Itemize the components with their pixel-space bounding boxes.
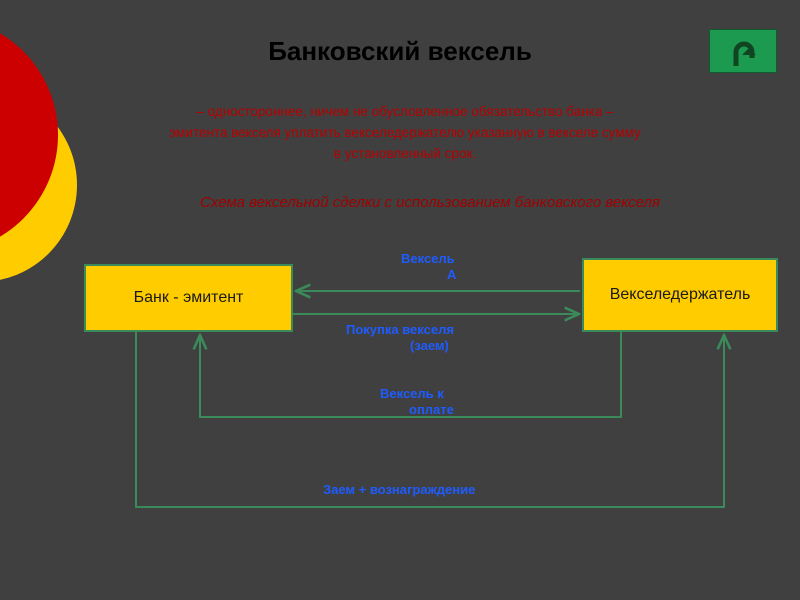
definition-line: эмитента векселя уплатить векселедержате… bbox=[169, 125, 641, 140]
node-bill-holder: Векселедержатель bbox=[582, 258, 778, 332]
scheme-title: Схема вексельной сделки с использованием… bbox=[200, 194, 660, 211]
definition-text: – одностороннее, ничем не обусловленное … bbox=[80, 101, 730, 164]
edge-label-line: Вексель к bbox=[380, 386, 444, 401]
edge-label-oplata: Вексель к оплате bbox=[380, 386, 500, 418]
u-turn-arrow-icon bbox=[733, 41, 756, 66]
edge-label-line: Покупка векселя bbox=[346, 322, 454, 337]
arrow-zaem bbox=[135, 332, 724, 508]
node-bank-issuer: Банк - эмитент bbox=[84, 264, 293, 332]
edge-label-line: оплате bbox=[409, 402, 454, 417]
arrow-oplata bbox=[200, 332, 622, 418]
page-title: Банковский вексель bbox=[268, 36, 532, 66]
edge-label-pokupka: Покупка векселя (заем) bbox=[346, 322, 516, 354]
back-button[interactable] bbox=[709, 29, 777, 73]
edge-label-veksel-a: Вексель А bbox=[401, 251, 491, 283]
edge-label-line: (заем) bbox=[410, 338, 449, 353]
decorative-circles bbox=[0, 33, 77, 280]
edge-label-zaem: Заем + вознаграждение bbox=[323, 482, 476, 497]
red-circle bbox=[0, 33, 58, 237]
edge-label-line: А bbox=[447, 267, 457, 282]
edge-label-line: Вексель bbox=[401, 251, 455, 266]
definition-line: в установленный срок. bbox=[333, 146, 477, 161]
definition-line: – одностороннее, ничем не обусловленное … bbox=[196, 104, 614, 119]
